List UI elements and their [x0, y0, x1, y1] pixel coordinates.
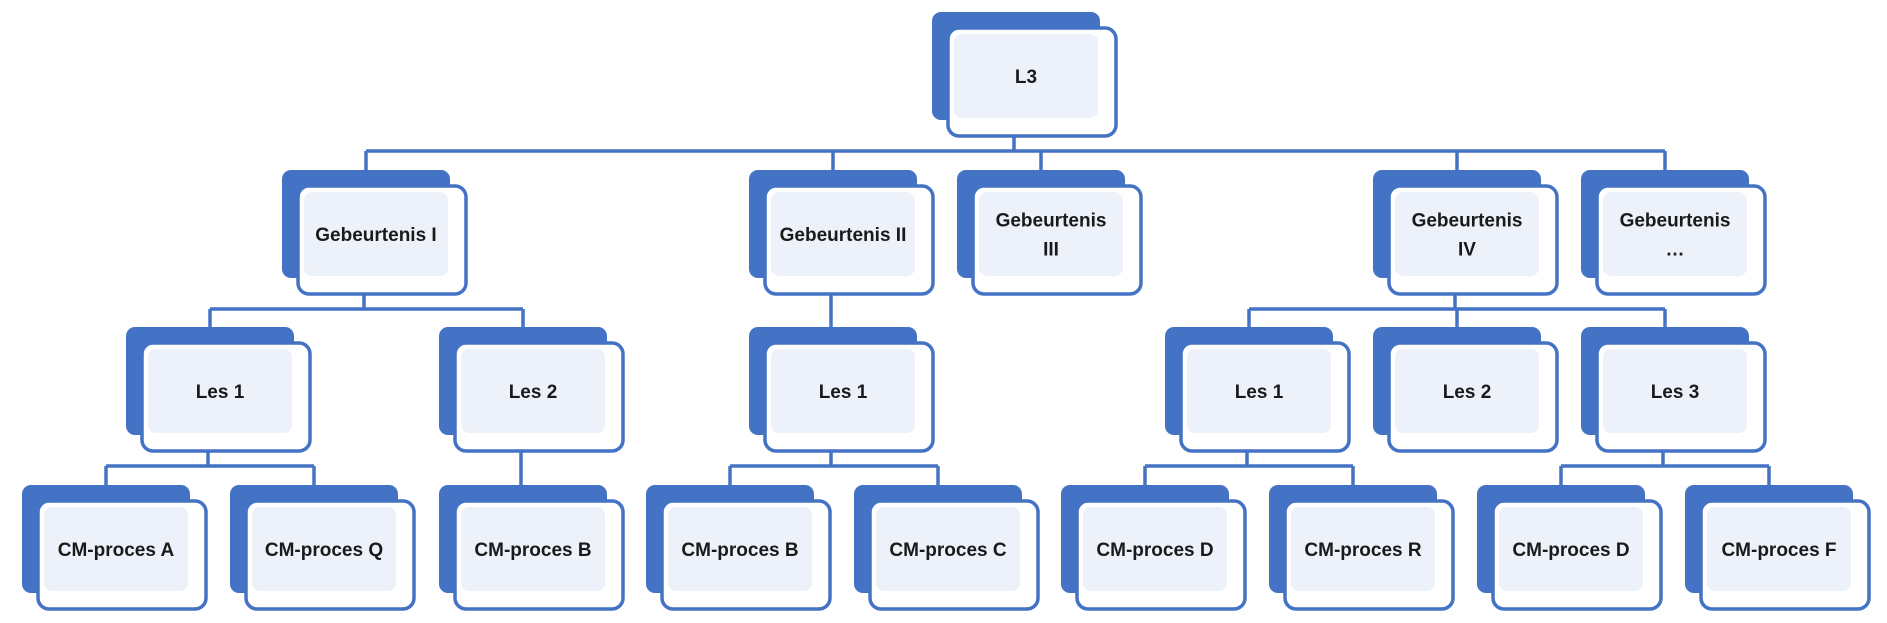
node-card-inner: [1395, 349, 1539, 433]
node-card-inner: [1603, 349, 1747, 433]
node-cm-d2: CM-proces D: [1477, 485, 1663, 611]
node-cm-f: CM-proces F: [1685, 485, 1871, 611]
node-label-line: CM-proces B: [681, 540, 798, 561]
node-card-inner: [771, 349, 915, 433]
node-card-inner: [461, 349, 605, 433]
node-card-inner: [1707, 507, 1851, 591]
node-label: CM-proces A: [58, 540, 175, 561]
node-cm-d1: CM-proces D: [1061, 485, 1247, 611]
node-card-inner: [1291, 507, 1435, 591]
node-card-inner: [771, 192, 915, 276]
node-label-line: L3: [1015, 67, 1037, 88]
node-label-line: CM-proces Q: [265, 540, 383, 561]
node-label-line: Gebeurtenis II: [780, 225, 907, 246]
node-card-inner: [1395, 192, 1539, 276]
node-label: Les 1: [819, 382, 868, 403]
node-g4-les2: Les 2: [1373, 327, 1559, 453]
node-label: CM-proces B: [474, 540, 591, 561]
node-cm-a: CM-proces A: [22, 485, 208, 611]
node-g4-les3: Les 3: [1581, 327, 1767, 453]
node-label: Gebeurtenis …: [1620, 211, 1731, 261]
node-label-line: Les 3: [1651, 382, 1700, 403]
node-card-inner: [979, 192, 1123, 276]
node-label-line: Les 2: [1443, 382, 1492, 403]
node-g1: Gebeurtenis I: [282, 170, 468, 296]
node-label: CM-proces R: [1304, 540, 1421, 561]
node-label: CM-proces Q: [265, 540, 383, 561]
node-label-line: III: [1043, 240, 1059, 261]
node-label: Gebeurtenis I: [315, 225, 436, 246]
node-label: Les 1: [196, 382, 245, 403]
node-label-line: Les 1: [1235, 382, 1284, 403]
node-label-line: CM-proces D: [1096, 540, 1213, 561]
node-card-inner: [1603, 192, 1747, 276]
node-card-inner: [1083, 507, 1227, 591]
node-g2-les1: Les 1: [749, 327, 935, 453]
node-label: Les 3: [1651, 382, 1700, 403]
node-label: L3: [1015, 67, 1037, 88]
node-label-line: CM-proces R: [1304, 540, 1421, 561]
node-card-inner: [304, 192, 448, 276]
node-card-inner: [876, 507, 1020, 591]
node-card-inner: [954, 34, 1098, 118]
node-label-line: CM-proces B: [474, 540, 591, 561]
node-g5: Gebeurtenis …: [1581, 170, 1767, 296]
node-label: Les 2: [509, 382, 558, 403]
node-cm-c: CM-proces C: [854, 485, 1040, 611]
node-g1-les1: Les 1: [126, 327, 312, 453]
node-label-line: CM-proces C: [889, 540, 1006, 561]
node-label-line: …: [1666, 240, 1685, 261]
node-card-inner: [461, 507, 605, 591]
node-card-inner: [668, 507, 812, 591]
node-cm-r: CM-proces R: [1269, 485, 1455, 611]
node-g1-les2: Les 2: [439, 327, 625, 453]
node-label-line: CM-proces D: [1512, 540, 1629, 561]
node-card-inner: [1187, 349, 1331, 433]
node-label-line: Les 2: [509, 382, 558, 403]
node-label-line: IV: [1458, 240, 1476, 261]
node-label-line: Gebeurtenis I: [315, 225, 436, 246]
node-card-inner: [148, 349, 292, 433]
node-label: CM-proces B: [681, 540, 798, 561]
node-label: CM-proces F: [1721, 540, 1836, 561]
node-label: Gebeurtenis II: [780, 225, 907, 246]
node-card-inner: [252, 507, 396, 591]
node-root: L3: [932, 12, 1118, 138]
node-label-line: Les 1: [196, 382, 245, 403]
node-g4-les1: Les 1: [1165, 327, 1351, 453]
node-label: CM-proces C: [889, 540, 1006, 561]
node-label-line: CM-proces F: [1721, 540, 1836, 561]
node-label: CM-proces D: [1512, 540, 1629, 561]
node-g2: Gebeurtenis II: [749, 170, 935, 296]
node-card-inner: [44, 507, 188, 591]
node-cm-b2: CM-proces B: [646, 485, 832, 611]
node-label-line: Gebeurtenis: [1620, 211, 1731, 232]
node-label: Les 2: [1443, 382, 1492, 403]
node-label-line: Gebeurtenis: [996, 211, 1107, 232]
node-card-inner: [1499, 507, 1643, 591]
node-label-line: CM-proces A: [58, 540, 175, 561]
connector-lines: [104, 136, 1771, 485]
node-label-line: Gebeurtenis: [1412, 211, 1523, 232]
node-cm-q: CM-proces Q: [230, 485, 416, 611]
node-label: Les 1: [1235, 382, 1284, 403]
node-label-line: Les 1: [819, 382, 868, 403]
node-cm-b1: CM-proces B: [439, 485, 625, 611]
node-label: CM-proces D: [1096, 540, 1213, 561]
